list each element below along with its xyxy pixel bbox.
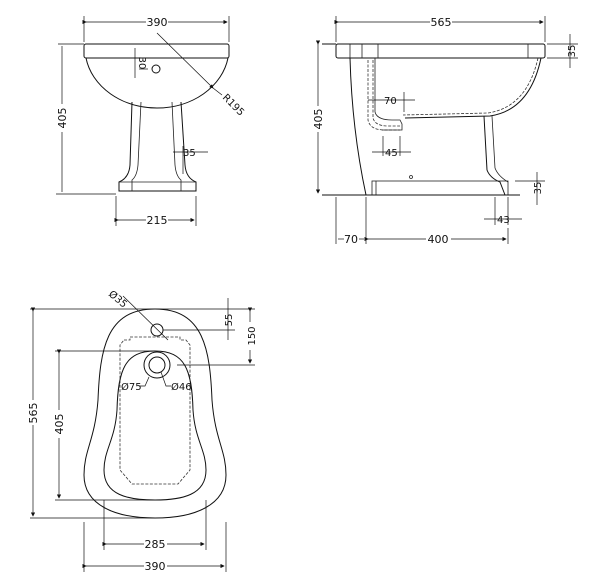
side-base-length-label: 400: [428, 233, 449, 246]
side-base-thickness-label: 35: [533, 182, 544, 195]
side-length-label: 565: [431, 16, 452, 29]
plan-length-label: 565: [27, 403, 40, 424]
side-waste-dia-label: 45: [385, 148, 398, 159]
side-rim-thickness-label: 35: [567, 45, 578, 58]
side-front-leg: [483, 115, 506, 196]
front-radius-label: R195: [220, 92, 246, 118]
plan-outer-outline: [83, 308, 227, 519]
side-bowl-underside: [404, 57, 542, 119]
plan-dashed-plate: [119, 336, 191, 485]
plan-waste-outer: [143, 351, 171, 379]
front-rim: [83, 43, 230, 59]
side-waste-offset-label: 70: [384, 96, 397, 107]
plan-tap-hole-offset-label: 55: [224, 314, 235, 327]
plan-tap-hole: [150, 323, 164, 337]
plan-waste-inner-dia-label: Ø46: [171, 381, 192, 393]
side-rear-setback-label: 70: [344, 233, 358, 246]
front-pedestal: [118, 101, 197, 192]
plan-waste-outer-dia-label: Ø75: [121, 381, 142, 393]
plan-bowl-width-label: 285: [145, 538, 166, 551]
front-bowl: [85, 57, 229, 109]
side-view: 565 35 405 70 45 35 43 70: [312, 15, 578, 246]
front-view: 390 405 30 R195 35 215: [56, 15, 246, 227]
front-base-width-label: 215: [147, 214, 168, 227]
plan-tap-hole-dia-label: Ø35: [106, 288, 130, 310]
plan-waste-inner: [148, 356, 166, 374]
plan-bowl-length-label: 405: [53, 414, 66, 435]
side-height-label: 405: [312, 109, 325, 130]
plan-width-label: 390: [145, 560, 166, 573]
side-base-overhang-label: 43: [497, 215, 510, 226]
front-hole-offset-label: 30: [136, 57, 147, 70]
side-rim: [335, 43, 546, 59]
side-base: [371, 180, 509, 196]
plan-view: Ø35 55 150 565 405 Ø75 Ø46 285: [27, 288, 258, 573]
plan-waste-offset-label: 150: [247, 326, 258, 345]
front-tap-hole: [151, 64, 161, 74]
front-pedestal-thickness-label: 35: [183, 148, 196, 159]
plan-inner-bowl: [103, 350, 207, 501]
side-body-back: [349, 57, 367, 196]
front-height-label: 405: [56, 108, 69, 129]
front-width-label: 390: [147, 16, 168, 29]
